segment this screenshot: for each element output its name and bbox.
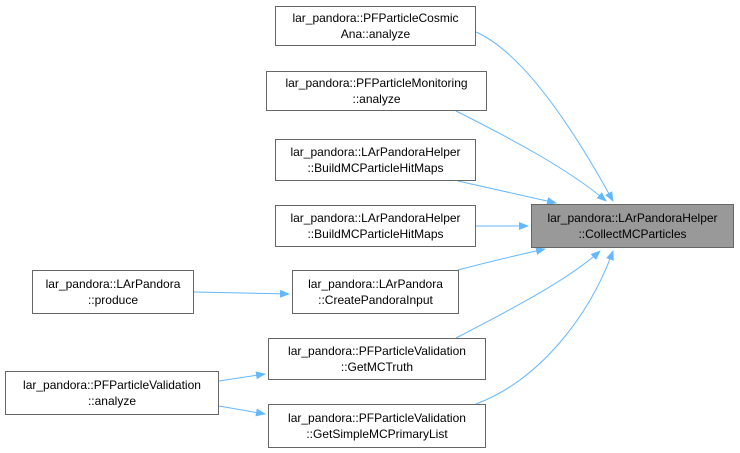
node-collect-mc-particles[interactable]: lar_pandora::LArPandoraHelper ::CollectM… xyxy=(531,204,734,248)
node-label-line1: lar_pandora::PFParticleCosmic xyxy=(292,11,459,25)
edge-valanalyze-to-getsimple xyxy=(218,405,266,417)
node-validation-analyze[interactable]: lar_pandora::PFParticleValidation ::anal… xyxy=(5,371,219,415)
node-lar-pandora-produce[interactable]: lar_pandora::LArPandora ::produce xyxy=(32,270,194,314)
node-label-line1: lar_pandora::LArPandoraHelper xyxy=(547,211,718,225)
node-label-line1: lar_pandora::LArPandora xyxy=(45,277,181,291)
node-label-line1: lar_pandora::PFParticleValidation xyxy=(288,411,466,425)
node-label-line1: lar_pandora::LArPandoraHelper xyxy=(290,145,461,159)
node-cosmic-ana-analyze[interactable]: lar_pandora::PFParticleCosmic Ana::analy… xyxy=(275,6,476,46)
node-label-line1: lar_pandora::PFParticleValidation xyxy=(288,344,466,358)
node-label-line2: ::CollectMCParticles xyxy=(578,227,687,241)
node-label-line2: ::analyze xyxy=(87,394,136,408)
edge-buildmaps1-to-collect xyxy=(457,180,557,205)
node-get-mc-truth[interactable]: lar_pandora::PFParticleValidation ::GetM… xyxy=(268,338,486,380)
edge-cosmic-to-collect xyxy=(475,31,614,202)
edge-produce-to-createinput xyxy=(193,289,290,298)
node-get-simple-mc-primary-list[interactable]: lar_pandora::PFParticleValidation ::GetS… xyxy=(268,404,486,448)
node-label-line2: ::BuildMCParticleHitMaps xyxy=(307,161,444,175)
node-label-line2: ::CreatePandoraInput xyxy=(318,293,433,307)
node-label-line2: ::GetSimpleMCPrimaryList xyxy=(306,427,448,441)
node-label-line2: ::produce xyxy=(87,293,139,307)
edge-monitoring-to-collect xyxy=(455,110,607,202)
node-label-line2: Ana::analyze xyxy=(340,27,411,41)
node-label-line2: ::GetMCTruth xyxy=(340,360,414,374)
node-label-line1: lar_pandora::LArPandora xyxy=(308,277,443,291)
node-label-line1: lar_pandora::LArPandoraHelper xyxy=(290,211,461,225)
edge-createinput-to-collect xyxy=(457,247,546,271)
node-label-line1: lar_pandora::PFParticleMonitoring xyxy=(285,76,468,90)
edge-valanalyze-to-getmctruth xyxy=(218,371,266,382)
node-label-line2: ::analyze xyxy=(352,92,401,106)
node-build-mc-particle-hit-maps-2[interactable]: lar_pandora::LArPandoraHelper ::BuildMCP… xyxy=(275,205,476,247)
node-label-line1: lar_pandora::PFParticleValidation xyxy=(23,378,201,392)
node-label-line2: ::BuildMCParticleHitMaps xyxy=(307,227,444,241)
edge-getmctruth-to-collect xyxy=(455,250,601,339)
edge-getsimple-to-collect xyxy=(475,250,614,405)
node-create-pandora-input[interactable]: lar_pandora::LArPandora ::CreatePandoraI… xyxy=(292,270,459,314)
node-build-mc-particle-hit-maps-1[interactable]: lar_pandora::LArPandoraHelper ::BuildMCP… xyxy=(275,139,476,181)
node-monitoring-analyze[interactable]: lar_pandora::PFParticleMonitoring ::anal… xyxy=(266,71,487,111)
